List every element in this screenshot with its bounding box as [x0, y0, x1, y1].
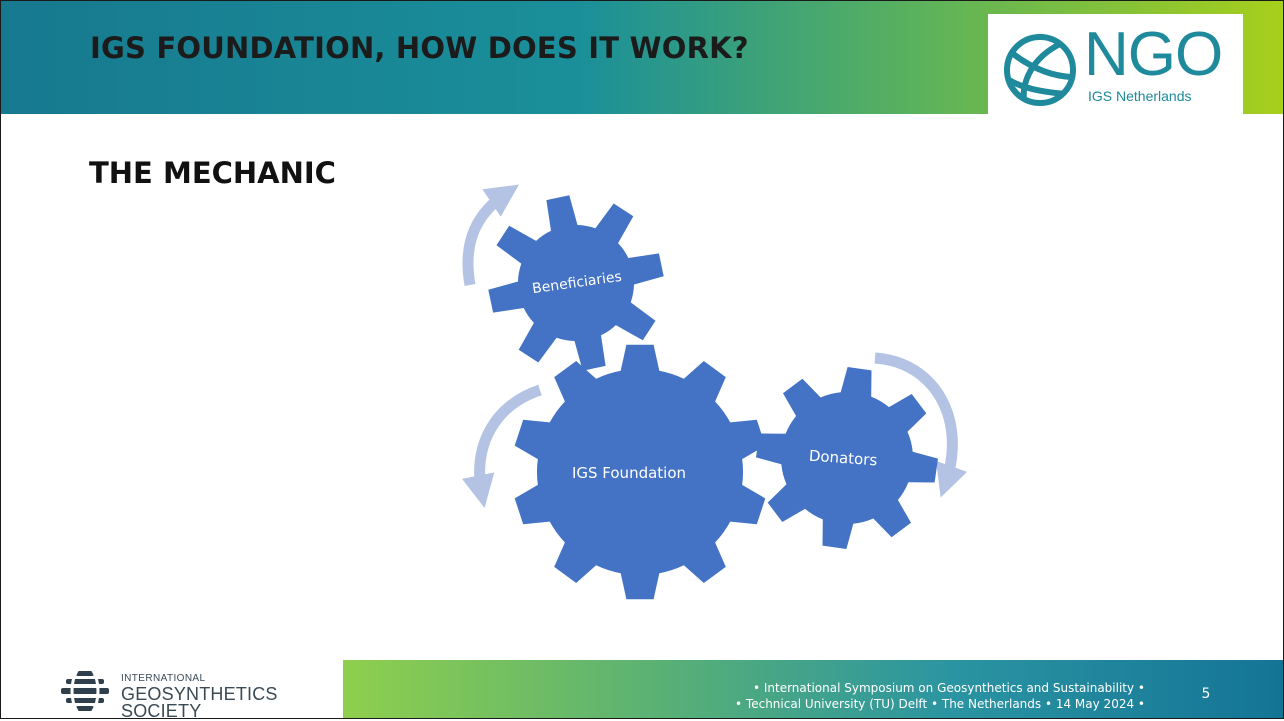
- igs-line-international: INTERNATIONAL: [121, 673, 206, 684]
- igs-line-geosynthetics: GEOSYNTHETICS: [121, 684, 278, 704]
- footer-banner: • International Symposium on Geosyntheti…: [343, 660, 1283, 718]
- igs-globe-icon: [61, 669, 109, 713]
- logo-wordmark: NGO: [1084, 20, 1223, 89]
- globe-icon: [1004, 34, 1076, 106]
- gear-donators: [756, 367, 938, 549]
- slide-title: IGS FOUNDATION, HOW DOES IT WORK?: [90, 31, 749, 65]
- event-line-2: • Technical University (TU) Delft • The …: [735, 697, 1145, 711]
- cycle-arrow-foundation: [461, 384, 542, 508]
- igs-society-logo: INTERNATIONAL GEOSYNTHETICS SOCIETY: [60, 667, 300, 720]
- event-line-1: • International Symposium on Geosyntheti…: [752, 681, 1145, 695]
- gear-beneficiaries: [488, 195, 664, 371]
- gear-igs-foundation: [514, 344, 766, 600]
- gear-label-igs-foundation: IGS Foundation: [572, 464, 686, 482]
- page-number: 5: [1201, 686, 1211, 702]
- igs-line-society: SOCIETY: [121, 701, 202, 721]
- logo-subtext: IGS Netherlands: [1088, 88, 1192, 104]
- section-heading: THE MECHANIC: [89, 156, 336, 190]
- cycle-arrow-beneficiaries: [462, 184, 519, 286]
- ngo-logo: NGO IGS Netherlands: [988, 14, 1243, 115]
- gear-label-donators: Donators: [808, 447, 878, 470]
- cycle-arrow-donators: [874, 352, 968, 498]
- igs-society-wordmark: INTERNATIONAL GEOSYNTHETICS SOCIETY: [121, 671, 278, 720]
